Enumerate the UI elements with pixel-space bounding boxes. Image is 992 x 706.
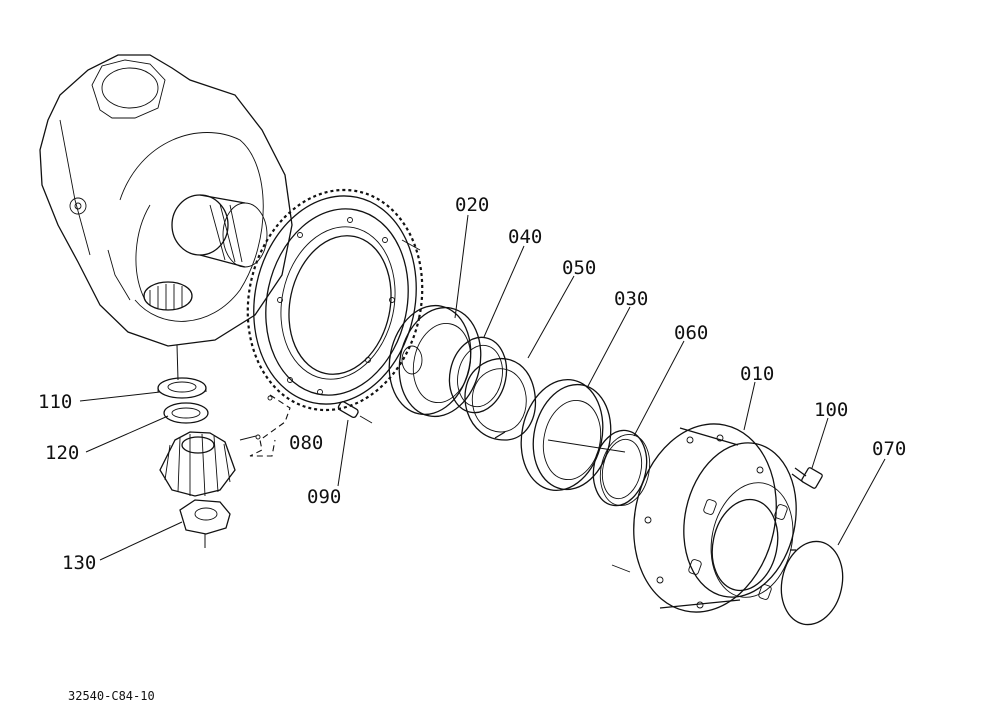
leader-lines <box>79 214 886 561</box>
pin-090 <box>337 401 373 424</box>
shim-040 <box>448 336 508 414</box>
callout-040: 040 <box>508 226 542 248</box>
figure-id: 32540-C84-10 <box>68 689 155 703</box>
gear-case-housing <box>39 54 293 347</box>
ring-gear <box>246 188 424 412</box>
callout-060: 060 <box>674 322 708 344</box>
callout-050: 050 <box>562 257 596 279</box>
callout-020: 020 <box>455 194 489 216</box>
reference-line-080 <box>239 394 291 457</box>
bearing-020 <box>388 304 482 418</box>
callout-090: 090 <box>307 486 341 508</box>
callout-120: 120 <box>45 442 79 464</box>
oil-seal-060 <box>592 429 651 507</box>
callout-030: 030 <box>614 288 648 310</box>
thrust-washer-110 <box>157 377 207 399</box>
bearing-030 <box>520 378 626 492</box>
callout-070: 070 <box>872 438 906 460</box>
snap-ring-050 <box>464 357 537 441</box>
bevel-pinion-gear <box>159 431 236 497</box>
bolt-100 <box>791 467 823 489</box>
callout-110: 110 <box>38 391 72 413</box>
callout-130: 130 <box>62 552 96 574</box>
thrust-washer-120 <box>163 402 209 424</box>
hex-nut-130 <box>179 499 231 548</box>
callout-080: 080 <box>289 432 323 454</box>
callout-100: 100 <box>814 399 848 421</box>
callout-010: 010 <box>740 363 774 385</box>
plug-070 <box>780 540 844 626</box>
bearing-cover-010 <box>611 423 797 613</box>
